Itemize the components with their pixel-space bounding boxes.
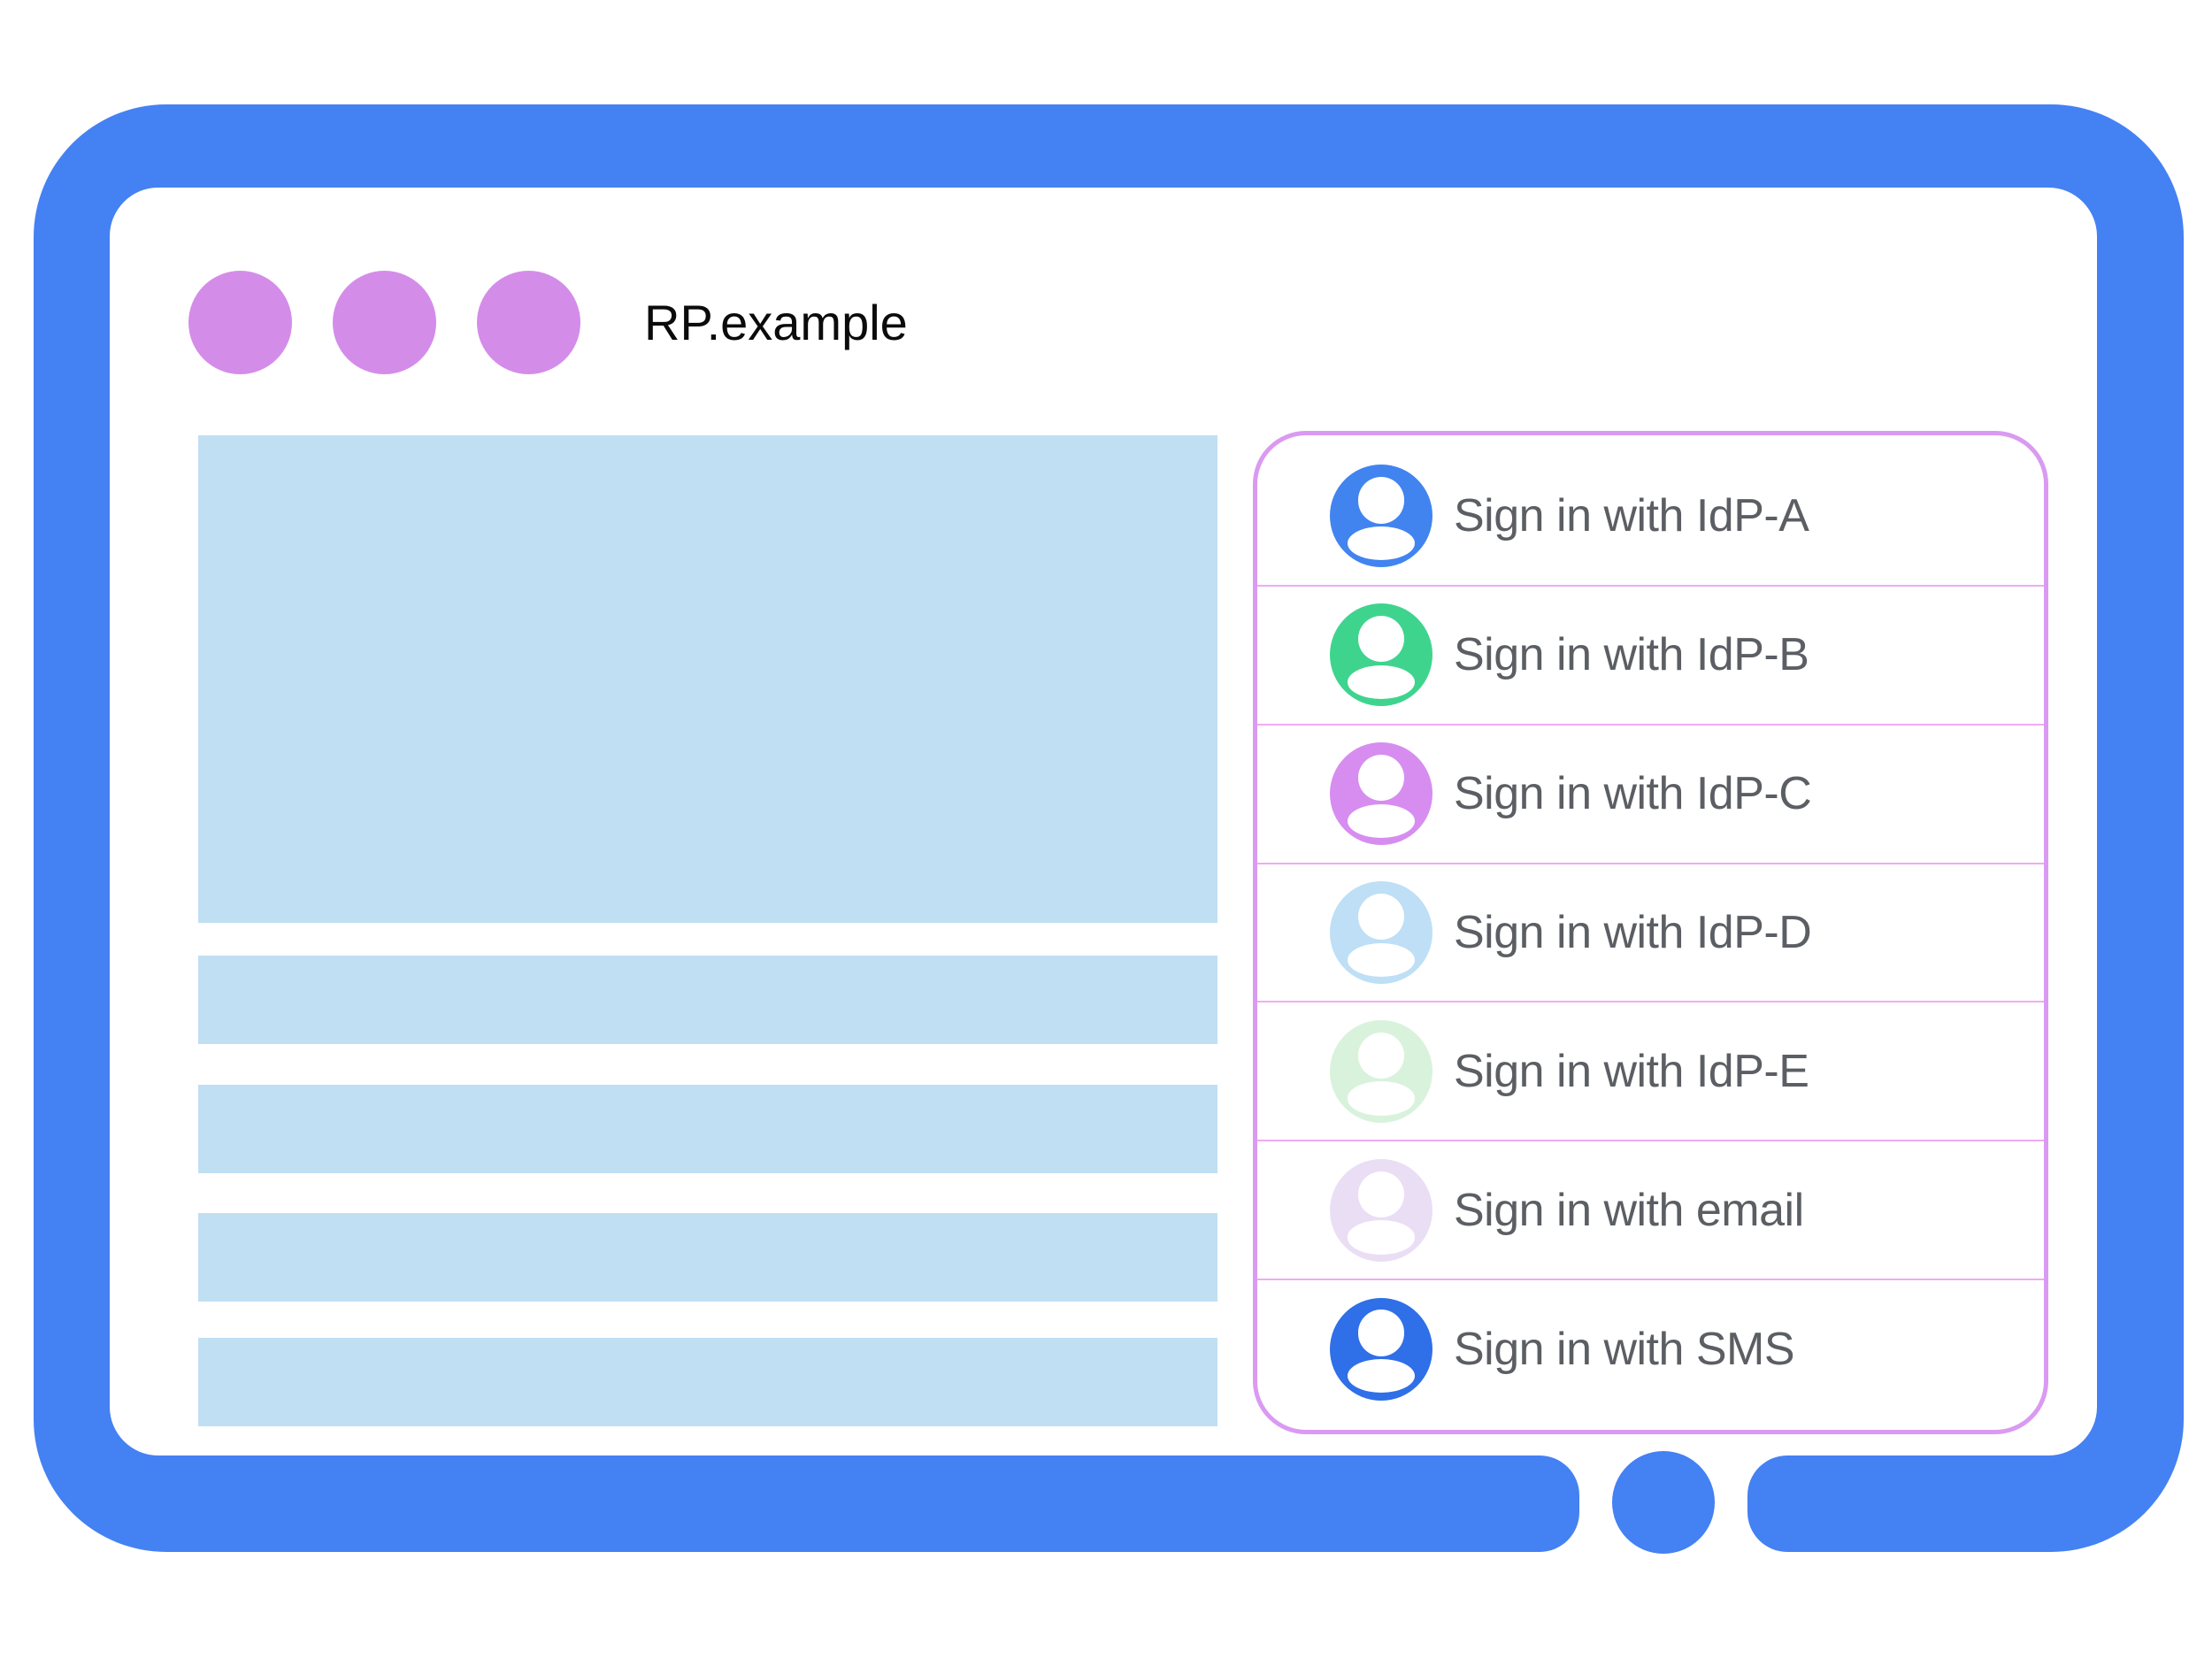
signin-option-label: Sign in with email xyxy=(1454,1184,1804,1236)
signin-option-idp-b[interactable]: Sign in with IdP-B xyxy=(1257,584,2044,724)
signin-option-sms[interactable]: Sign in with SMS xyxy=(1257,1279,2044,1417)
signin-panel: Sign in with IdP-A Sign in with IdP-B Si… xyxy=(1253,431,2048,1434)
signin-option-label: Sign in with IdP-C xyxy=(1454,768,1812,820)
content-bar-placeholder xyxy=(198,956,1217,1044)
user-avatar-icon xyxy=(1330,1019,1432,1123)
window-dot-icon xyxy=(333,271,436,374)
signin-option-label: Sign in with IdP-E xyxy=(1454,1045,1809,1097)
signin-option-label: Sign in with IdP-B xyxy=(1454,629,1809,681)
user-avatar-icon xyxy=(1330,742,1432,846)
content-bar-placeholder xyxy=(198,1213,1217,1302)
bezel-band-cap-left xyxy=(1469,1455,1579,1552)
window-dot-icon xyxy=(188,271,292,374)
signin-option-idp-c[interactable]: Sign in with IdP-C xyxy=(1257,723,2044,863)
user-avatar-icon xyxy=(1330,603,1432,707)
bezel-band-cap-right xyxy=(1747,1455,1858,1552)
home-button[interactable] xyxy=(1612,1451,1715,1554)
signin-option-idp-a[interactable]: Sign in with IdP-A xyxy=(1257,448,2044,585)
window-dot-icon xyxy=(477,271,580,374)
site-title: RP.example xyxy=(644,295,908,350)
hero-placeholder xyxy=(198,435,1217,923)
user-avatar-icon xyxy=(1330,1297,1432,1401)
signin-option-label: Sign in with SMS xyxy=(1454,1323,1795,1375)
content-bar-placeholder xyxy=(198,1338,1217,1426)
signin-option-idp-d[interactable]: Sign in with IdP-D xyxy=(1257,862,2044,1002)
signin-option-label: Sign in with IdP-D xyxy=(1454,907,1812,958)
content-bar-placeholder xyxy=(198,1085,1217,1173)
signin-option-email[interactable]: Sign in with email xyxy=(1257,1140,2044,1279)
signin-options-list: Sign in with IdP-A Sign in with IdP-B Si… xyxy=(1257,435,2044,1430)
user-avatar-icon xyxy=(1330,465,1432,568)
signin-option-idp-e[interactable]: Sign in with IdP-E xyxy=(1257,1001,2044,1140)
user-avatar-icon xyxy=(1330,1158,1432,1262)
user-avatar-icon xyxy=(1330,881,1432,984)
signin-option-label: Sign in with IdP-A xyxy=(1454,490,1809,542)
